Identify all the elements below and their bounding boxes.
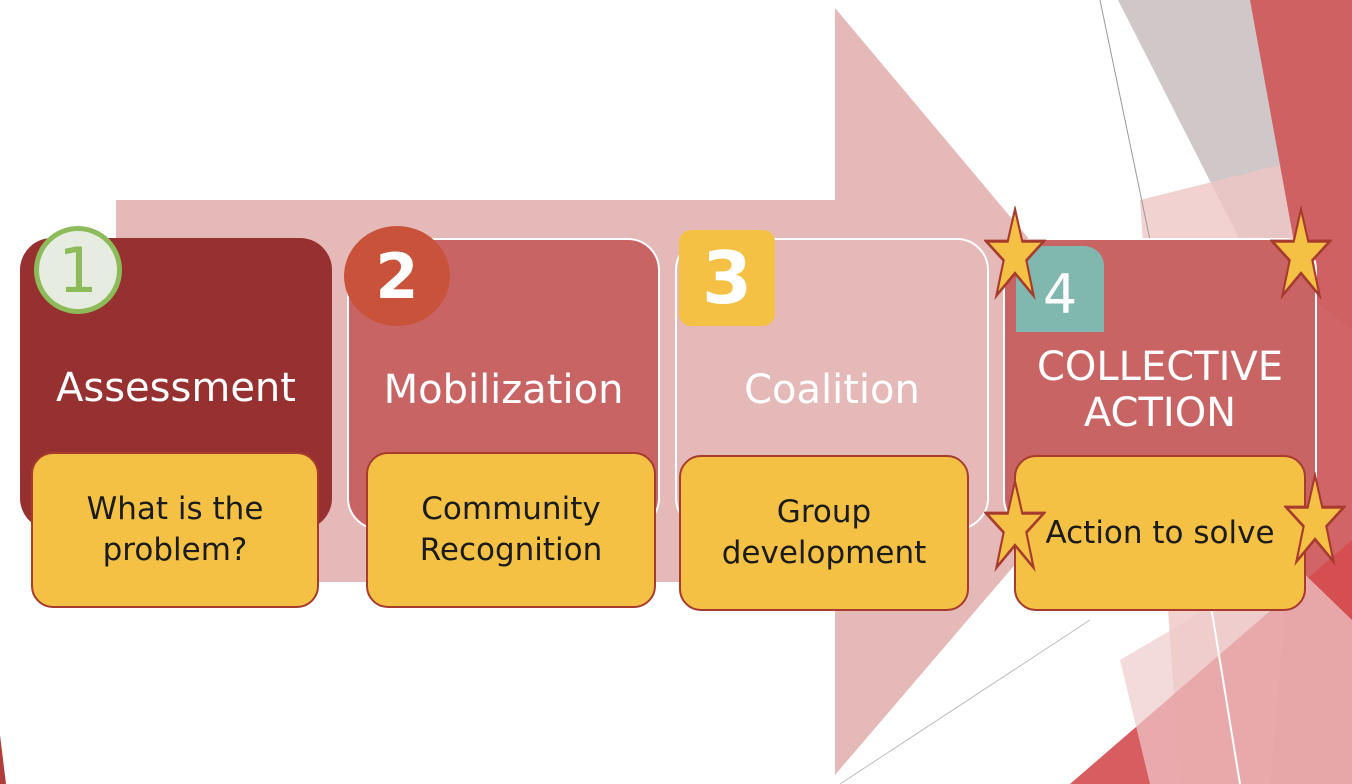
step-2-description: Community Recognition <box>419 491 603 568</box>
corner-line-2 <box>839 619 1091 784</box>
step-4-description-box: Action to solve <box>1014 455 1306 611</box>
step-3-title: Coalition <box>744 367 920 413</box>
corner-line-3 <box>1209 599 1241 784</box>
step-2-description-box: Community Recognition <box>366 452 656 608</box>
step-2-number: 2 <box>375 239 419 313</box>
step-1-number-badge: 1 <box>34 226 122 314</box>
star-icon <box>1270 206 1332 301</box>
left-edge-accent <box>0 735 6 784</box>
star-icon <box>984 206 1046 301</box>
step-3-number-badge: 3 <box>679 230 775 326</box>
step-1-number: 1 <box>58 233 98 307</box>
step-3-description: Group development <box>721 494 927 571</box>
step-2-number-badge: 2 <box>344 226 450 326</box>
corner-line-1 <box>1099 0 1151 241</box>
step-4-description: Action to solve <box>1045 514 1275 551</box>
step-2-title: Mobilization <box>383 367 624 413</box>
step-1-description-box: What is the problem? <box>31 452 319 608</box>
corner-shape-light-bottom <box>1120 560 1352 784</box>
step-1-title: Assessment <box>56 365 296 411</box>
step-3-number: 3 <box>701 236 753 320</box>
star-icon <box>1284 472 1346 567</box>
step-4-title: COLLECTIVE ACTION <box>1036 344 1284 436</box>
step-1-description: What is the problem? <box>86 491 264 568</box>
step-4-number: 4 <box>1042 262 1078 326</box>
star-icon <box>984 478 1046 573</box>
step-3-description-box: Group development <box>679 455 969 611</box>
